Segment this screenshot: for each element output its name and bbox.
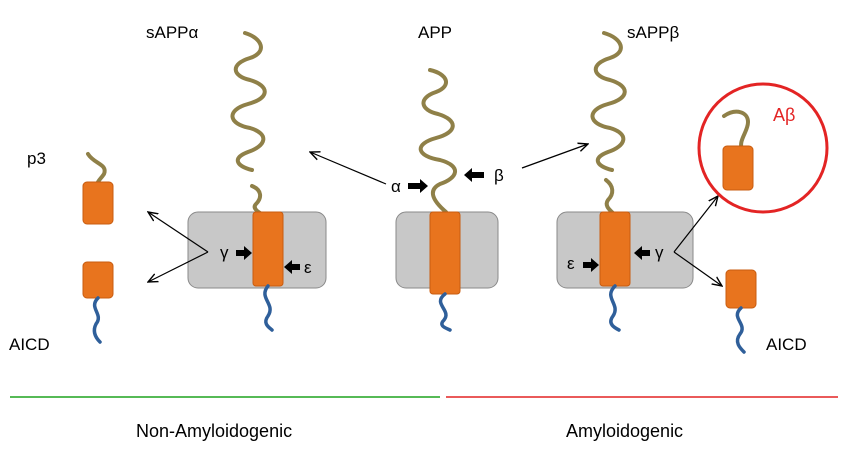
tm-segment-left bbox=[252, 211, 284, 287]
app-ectodomain bbox=[418, 68, 457, 214]
tail-center bbox=[438, 292, 452, 332]
gamma-left-cut-arrow bbox=[236, 246, 252, 260]
gamma-left-label: γ bbox=[220, 243, 229, 262]
arrow-to-sappa bbox=[310, 152, 387, 185]
aicd-left-fragment bbox=[82, 261, 114, 299]
arrow-to-abeta bbox=[673, 196, 718, 253]
arrow-to-aicd-right bbox=[673, 251, 722, 286]
p3-ectodomain bbox=[86, 152, 107, 188]
gamma-right-label: γ bbox=[655, 243, 664, 262]
gamma-right-cut-arrow bbox=[634, 246, 650, 260]
non-amyloidogenic-label: Non-Amyloidogenic bbox=[136, 421, 293, 441]
tail-aicd-right bbox=[735, 306, 746, 354]
beta-cut-arrow bbox=[464, 168, 484, 182]
tail-aicd-left bbox=[92, 296, 102, 344]
tm-segment-center bbox=[429, 211, 461, 295]
arrow-to-aicd-left bbox=[148, 251, 209, 282]
tm-segment-right bbox=[599, 211, 631, 287]
app-label: APP bbox=[418, 23, 453, 42]
aicd-right-label: AICD bbox=[766, 335, 807, 354]
right-stub-ectodomain bbox=[604, 178, 616, 216]
amyloidogenic-label: Amyloidogenic bbox=[566, 421, 684, 441]
tail-left bbox=[263, 284, 274, 332]
arrow-to-p3 bbox=[148, 212, 209, 253]
alpha-label: α bbox=[391, 177, 401, 196]
epsilon-left-label: ε bbox=[304, 258, 312, 277]
left-stub-ectodomain bbox=[250, 184, 264, 216]
epsilon-left-cut-arrow bbox=[284, 260, 300, 274]
abeta-ectodomain bbox=[722, 109, 751, 152]
beta-label: β bbox=[494, 166, 504, 185]
tail-right bbox=[609, 284, 621, 332]
sappb-ectodomain bbox=[590, 31, 627, 172]
aicd-left-label: AICD bbox=[9, 335, 50, 354]
abeta-highlight-circle bbox=[697, 82, 829, 214]
p3-label: p3 bbox=[27, 149, 46, 168]
p3-fragment bbox=[82, 181, 114, 225]
epsilon-right-cut-arrow bbox=[583, 258, 599, 272]
epsilon-right-label: ε bbox=[567, 254, 575, 273]
abeta-label: Aβ bbox=[773, 105, 796, 125]
sappa-ectodomain bbox=[230, 31, 267, 172]
abeta-fragment bbox=[722, 145, 754, 191]
sappb-label: sAPPβ bbox=[627, 23, 680, 42]
sappa-label: sAPPα bbox=[146, 23, 199, 42]
alpha-cut-arrow bbox=[408, 179, 428, 193]
arrow-to-sappb bbox=[521, 144, 588, 169]
aicd-right-fragment bbox=[725, 269, 757, 309]
